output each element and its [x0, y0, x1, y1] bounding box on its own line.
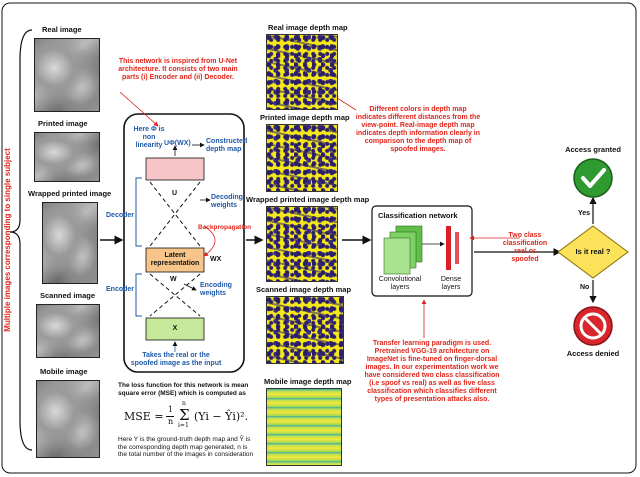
depth-map-wrapped — [266, 206, 338, 282]
no-label: No — [580, 284, 590, 291]
input-label-mobile: Mobile image — [40, 367, 88, 376]
classifier-title: Classification network — [378, 211, 458, 220]
two-class-note: Two class classification real or spoofed — [502, 232, 548, 263]
encoder-bracket — [135, 273, 142, 317]
arrow-encoding — [183, 283, 197, 291]
checkmark-icon — [573, 158, 613, 198]
access-granted-label: Access granted — [565, 145, 621, 154]
takes-input-note: Takes the real or the spoofed image as t… — [130, 352, 222, 367]
unet-box — [123, 113, 245, 373]
unet-intro-note: This network is inspired from U-Net arch… — [118, 58, 238, 81]
input-image-printed — [34, 132, 100, 182]
decoding-label: Decoding weights — [211, 194, 243, 209]
yes-label: Yes — [578, 210, 591, 217]
wx-label: WX — [210, 256, 222, 263]
decision-diamond — [557, 225, 629, 279]
depth-label-printed: Printed image depth map — [260, 113, 350, 122]
input-label-real: Real image — [42, 25, 82, 34]
decoder-label: Decoder — [106, 212, 135, 219]
decoder-bracket — [135, 177, 142, 247]
depth-map-printed — [266, 124, 338, 192]
phi-note: Here Φ is non linearity — [133, 126, 165, 149]
input-label-printed: Printed image — [38, 119, 88, 128]
input-image-scanned — [36, 304, 100, 358]
conv-layer-3 — [383, 237, 411, 275]
depth-map-real — [266, 34, 338, 110]
depth-label-real: Real image depth map — [268, 23, 348, 32]
input-image-mobile — [36, 380, 100, 458]
constructed-label: Constructed depth map — [206, 138, 248, 153]
depth-label-wrapped: Wrapped printed image depth map — [246, 195, 370, 204]
encoder-label: Encoder — [106, 286, 135, 293]
mse-formula: MSE = 1 n n Σ i=1 (Yi − Ŷi)². — [124, 400, 249, 429]
pointer-unet-note — [119, 91, 159, 127]
input-label-wrapped: Wrapped printed image — [28, 189, 112, 198]
x-label: X — [172, 325, 178, 332]
loss-intro: The loss function for this network is me… — [118, 382, 249, 397]
dense-layer-2 — [455, 232, 459, 264]
arrow-backprop — [203, 225, 216, 257]
depth-label-scanned: Scanned image depth map — [256, 285, 352, 294]
encoding-label: Encoding weights — [200, 282, 232, 297]
transfer-note: Transfer learning paradigm is used. Pret… — [364, 340, 500, 403]
access-denied-label: Access denied — [566, 349, 620, 358]
w-label: W — [170, 276, 177, 283]
conv-label: Convolutional layers — [378, 276, 422, 291]
dense-label: Dense layers — [440, 276, 462, 291]
loss-note: Here Y is the ground-truth depth map and… — [118, 436, 254, 458]
left-brace — [9, 29, 33, 451]
decision-question: Is it real ? — [575, 247, 611, 256]
decoder-output-block — [145, 157, 205, 181]
input-image-wrapped — [42, 202, 98, 284]
classifier-box — [371, 205, 473, 297]
dashed-encoder-2 — [149, 273, 201, 317]
latent-block — [145, 247, 205, 273]
depth-map-mobile — [266, 388, 342, 466]
dashed-encoder-1 — [149, 273, 201, 317]
u-phi-wx-label: UΦ(WX) — [164, 140, 191, 147]
input-image-real — [34, 38, 100, 112]
depth-map-scanned — [266, 296, 344, 364]
latent-label: Latent representation — [150, 252, 200, 267]
dense-layer-1 — [446, 226, 451, 270]
input-block — [145, 317, 205, 341]
side-label: Multiple images corresponding to single … — [3, 148, 12, 332]
backprop-label: Backpropagation — [198, 224, 252, 231]
depth-note: Different colors in depth map indicates … — [355, 106, 481, 153]
u-label: U — [172, 190, 178, 197]
input-label-scanned: Scanned image — [40, 291, 96, 300]
depth-label-mobile: Mobile image depth map — [264, 377, 352, 386]
